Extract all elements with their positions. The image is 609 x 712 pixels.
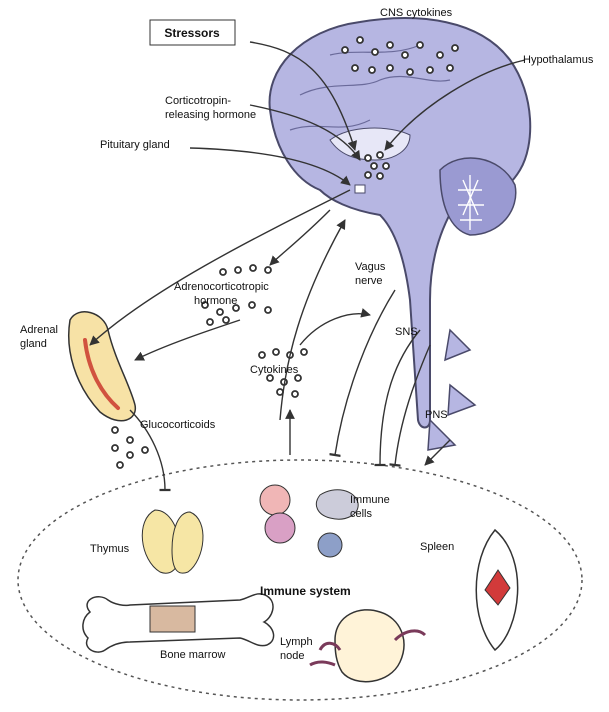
vagus-label-line2: nerve [355,275,383,287]
brain-illustration [270,18,531,450]
adrenal-gland [69,312,136,421]
lymph-node-label-line2: node [280,650,304,662]
glucocorticoids-label: Glucocorticoids [140,419,216,431]
lymph-node [310,610,425,682]
immune-cells-label-line1: Immune [350,494,390,506]
immune-cells [260,485,358,557]
lymph-node-label-line1: Lymph [280,636,313,648]
thymus-label: Thymus [90,543,130,555]
pns-label: PNS [425,409,448,421]
crh-label-line2: releasing hormone [165,109,256,121]
cytokines-label: Cytokines [250,364,299,376]
bone-marrow-label: Bone marrow [160,649,225,661]
adrenal-label-line2: gland [20,338,47,350]
vagus-label-line1: Vagus [355,261,386,273]
spleen [476,530,517,650]
thymus [142,510,203,573]
pituitary-gland-label: Pituitary gland [100,139,170,151]
spleen-label: Spleen [420,541,454,553]
adrenal-label-line1: Adrenal [20,324,58,336]
sns-label: SNS [395,326,418,338]
crh-label-line1: Corticotropin- [165,95,231,107]
immune-system-label: Immune system [260,584,351,598]
immune-cells-label-line2: cells [350,508,373,520]
stressors-label: Stressors [164,26,220,40]
hypothalamus-label: Hypothalamus [523,54,594,66]
cns-cytokines-label: CNS cytokines [380,7,453,19]
bone-marrow [83,594,274,652]
acth-label-line2: hormone [194,295,237,307]
acth-label-line1: Adrenocorticotropic [174,281,269,293]
